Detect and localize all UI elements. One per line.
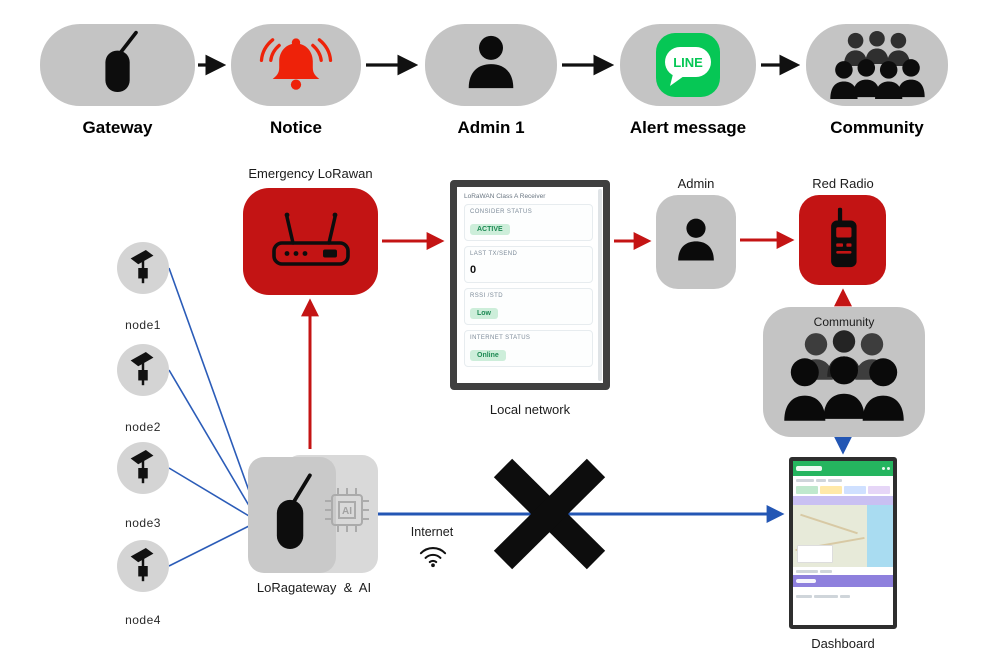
ai-chip-icon: AI bbox=[325, 488, 369, 532]
local-network-screen-content: LoRaWAN Class A Receiver CONSIDER STATUS… bbox=[457, 187, 603, 383]
field-label: INTERNET STATUS bbox=[470, 335, 531, 341]
lora-device-icon bbox=[104, 30, 138, 92]
dashboard-text-block bbox=[828, 478, 842, 482]
red-radio-label: Red Radio bbox=[812, 176, 874, 191]
dashboard-chip bbox=[868, 486, 890, 494]
flow-box-admin1 bbox=[425, 24, 557, 106]
link-node3-gateway bbox=[168, 467, 250, 517]
dashboard-header-dot bbox=[887, 467, 890, 470]
map-water bbox=[867, 505, 893, 567]
line-logo-text: LINE bbox=[673, 55, 703, 70]
community-label: Community bbox=[813, 315, 875, 329]
loragateway-group: AI bbox=[248, 453, 380, 575]
sensor-node-icon bbox=[130, 351, 154, 386]
dashboard-label: Dashboard bbox=[811, 636, 875, 651]
person-icon bbox=[678, 218, 714, 261]
dashboard-text-block bbox=[816, 478, 826, 482]
walkie-talkie-icon bbox=[830, 207, 857, 268]
field-label: CONSIDER STATUS bbox=[470, 209, 533, 215]
dashboard-purple-bar bbox=[793, 575, 893, 587]
field-label: LAST TX/SEND bbox=[470, 251, 518, 257]
red-radio-box bbox=[799, 195, 886, 285]
admin-label: Admin bbox=[677, 176, 715, 191]
map-road bbox=[800, 513, 858, 535]
internet-label: Internet bbox=[410, 525, 454, 539]
status-badge: ACTIVE bbox=[470, 224, 510, 235]
link-node1-gateway bbox=[168, 267, 254, 503]
field-internet-status: INTERNET STATUS Online bbox=[464, 330, 593, 367]
dashboard-screen bbox=[789, 457, 897, 629]
person-icon bbox=[468, 35, 514, 89]
dashboard-footer-row bbox=[793, 587, 893, 605]
node4-label: node4 bbox=[125, 613, 161, 627]
field-rssi: RSSI /STD Low bbox=[464, 288, 593, 325]
node3-circle bbox=[117, 442, 169, 494]
emergency-lorawan-label: Emergency LoRawan bbox=[248, 166, 373, 181]
node2-circle bbox=[117, 344, 169, 396]
flow-label-gateway: Gateway bbox=[82, 118, 153, 137]
flow-box-community bbox=[806, 24, 948, 106]
router-icon bbox=[271, 212, 350, 266]
sensor-node-icon bbox=[130, 449, 154, 484]
flow-label-alert-message: Alert message bbox=[629, 118, 747, 137]
dashboard-text-block bbox=[814, 594, 838, 598]
sensor-node-icon bbox=[130, 547, 154, 582]
people-group-icon bbox=[784, 330, 904, 421]
sensor-node-icon bbox=[130, 249, 154, 284]
flow-label-notice: Notice bbox=[270, 118, 322, 137]
node1-circle bbox=[117, 242, 169, 294]
local-network-label: Local network bbox=[489, 402, 571, 417]
field-label: RSSI /STD bbox=[470, 293, 503, 299]
people-group-icon bbox=[830, 30, 925, 100]
line-logo: LINE bbox=[656, 33, 720, 97]
flow-box-gateway bbox=[40, 24, 195, 106]
dashboard-table-row bbox=[793, 567, 893, 575]
loragateway-label: LoRagateway & AI bbox=[256, 580, 372, 595]
dashboard-chip bbox=[796, 486, 818, 494]
dashboard-text-block bbox=[796, 594, 812, 598]
node1-label: node1 bbox=[125, 318, 161, 332]
emergency-lorawan-box bbox=[243, 188, 378, 295]
node3-label: node3 bbox=[125, 516, 161, 530]
local-network-screen-title: LoRaWAN Class A Receiver bbox=[464, 193, 546, 200]
flow-label-admin1: Admin 1 bbox=[457, 118, 525, 137]
node2-label: node2 bbox=[125, 420, 161, 434]
dashboard-text-block bbox=[796, 478, 814, 482]
dashboard-text-block bbox=[796, 569, 818, 573]
node4-circle bbox=[117, 540, 169, 592]
admin-box bbox=[656, 195, 736, 289]
map-info-card bbox=[797, 545, 833, 563]
flow-box-notice bbox=[231, 24, 361, 106]
lora-device-icon bbox=[276, 473, 312, 549]
dashboard-header-title-block bbox=[796, 466, 822, 471]
dashboard-toolbar-row bbox=[793, 476, 893, 484]
ai-chip-text: AI bbox=[342, 506, 352, 517]
dashboard-purple-label bbox=[796, 579, 816, 583]
community-box: Community bbox=[763, 307, 925, 437]
wifi-icon bbox=[419, 547, 447, 568]
status-badge: Low bbox=[470, 308, 498, 319]
screen-scrollbar bbox=[598, 189, 602, 381]
connection-failed-x-icon bbox=[493, 458, 606, 570]
dashboard-header-bar bbox=[793, 461, 893, 476]
link-node4-gateway bbox=[168, 523, 254, 567]
dashboard-text-block bbox=[820, 569, 832, 573]
field-consider-status: CONSIDER STATUS ACTIVE bbox=[464, 204, 593, 241]
dashboard-status-chips bbox=[793, 484, 893, 496]
flow-label-community: Community bbox=[830, 118, 924, 137]
dashboard-chip bbox=[820, 486, 842, 494]
dashboard-chip bbox=[844, 486, 866, 494]
field-last-tx: LAST TX/SEND 0 bbox=[464, 246, 593, 283]
dashboard-text-block bbox=[840, 594, 850, 598]
dashboard-banner bbox=[793, 496, 893, 505]
alarm-bell-icon bbox=[259, 38, 333, 90]
link-node2-gateway bbox=[168, 369, 252, 510]
local-network-screen: LoRaWAN Class A Receiver CONSIDER STATUS… bbox=[450, 180, 610, 390]
dashboard-map bbox=[793, 505, 893, 567]
status-badge: Online bbox=[470, 350, 506, 361]
dashboard-header-dot bbox=[882, 467, 885, 470]
flow-box-alert-message: LINE bbox=[620, 24, 756, 106]
field-value: 0 bbox=[470, 264, 477, 276]
